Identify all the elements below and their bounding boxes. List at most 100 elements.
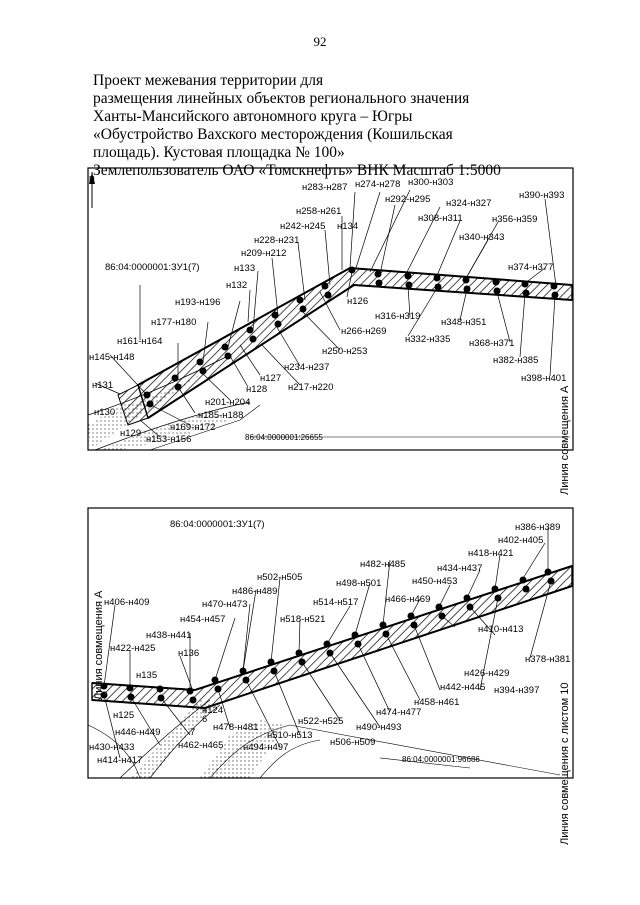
map-label: н390-н393 xyxy=(519,190,564,201)
sheet-alignment-label: Линия совмещения с листом 10 xyxy=(559,682,571,845)
map-label: н514-н517 xyxy=(313,597,358,608)
map-label: н434-н437 xyxy=(437,563,482,574)
map-label: н133 xyxy=(234,263,255,274)
map-label: н458-н461 xyxy=(414,697,459,708)
map-label: н145-н148 xyxy=(89,352,134,363)
map-label: н266-н269 xyxy=(341,326,386,337)
map-label: н410-н413 xyxy=(478,624,523,635)
map-label: н442-н445 xyxy=(440,682,485,693)
title-line: размещения линейных объектов регионально… xyxy=(93,90,470,107)
map-label: н129 xyxy=(120,428,141,439)
map-label: н124 xyxy=(202,705,223,716)
map-label: н332-н335 xyxy=(405,334,450,345)
map-label: н462-н465 xyxy=(178,740,223,751)
parcel-label: 86:04:0000001:ЗУ1(7) xyxy=(105,262,200,273)
map-label: н125 xyxy=(113,710,134,721)
map-label: н494-н497 xyxy=(243,742,288,753)
map-label: н217-н220 xyxy=(288,382,333,393)
map-label: н126 xyxy=(347,296,368,307)
map-label: н169-н172 xyxy=(170,422,215,433)
map-label: н209-н212 xyxy=(241,248,286,259)
map-label: н450-н453 xyxy=(412,576,457,587)
map-label: н177-н180 xyxy=(151,317,196,328)
map-label: н193-н196 xyxy=(175,297,220,308)
map-label: н418-н421 xyxy=(468,548,513,559)
map-label: н132 xyxy=(226,280,247,291)
map-label: н478-н481 xyxy=(213,722,258,733)
map-label: н406-н409 xyxy=(104,597,149,608)
map-label: н414-н417 xyxy=(97,755,142,766)
alignment-line-label: Линия совмещения А xyxy=(559,385,571,495)
map-label: н398-н401 xyxy=(521,373,566,384)
map-label: н482-н485 xyxy=(360,559,405,570)
title-line: Проект межевания территории для xyxy=(93,72,324,89)
document-title: Проект межевания территории для размещен… xyxy=(93,72,513,180)
map-label: н498-н501 xyxy=(336,578,381,589)
title-line: площадь). Кустовая площадка № 100» xyxy=(93,144,345,161)
map-label: н292-н295 xyxy=(385,194,430,205)
map-label: н386-н389 xyxy=(515,522,560,533)
map-label: н374-н377 xyxy=(508,262,553,273)
north-arrow-icon: N xyxy=(89,172,95,208)
map-label: н422-н425 xyxy=(110,643,155,654)
map-label: н128 xyxy=(246,384,267,395)
map-label: н522-н525 xyxy=(298,716,343,727)
map-label: н426-н429 xyxy=(464,668,509,679)
map-label: н378-н381 xyxy=(525,654,570,665)
map-label: н438-н441 xyxy=(146,630,191,641)
map-label: н228-н231 xyxy=(254,235,299,246)
title-line: Ханты-Мансийского автономного круга – Юг… xyxy=(93,108,413,125)
map-label: н283-н287 xyxy=(302,182,347,193)
map-label: н446-н449 xyxy=(115,727,160,738)
map-label: н348-н351 xyxy=(441,317,486,328)
map-label: н394-н397 xyxy=(494,685,539,696)
map-label: н510-н513 xyxy=(267,730,312,741)
map-label: н185-н188 xyxy=(198,410,243,421)
map-label: н382-н385 xyxy=(493,355,538,366)
map-label: н474-н477 xyxy=(376,707,421,718)
cadastral-label: 86:04:0000001:26655 xyxy=(245,433,323,442)
north-label: N xyxy=(89,175,95,184)
map-label: 6 xyxy=(202,714,207,725)
map-label: н506-н509 xyxy=(330,737,375,748)
map-label: н201-н204 xyxy=(205,397,250,408)
title-line: «Обустройство Вахского месторождения (Ко… xyxy=(93,126,453,143)
map-label: 7 xyxy=(190,727,195,738)
map-label: н308-н311 xyxy=(418,213,463,224)
map-label: н502-н505 xyxy=(257,572,302,583)
map-label: н258-н261 xyxy=(296,206,341,217)
map-label: н242-н245 xyxy=(280,221,325,232)
top-map-frame xyxy=(87,167,574,451)
map-label: н234-н237 xyxy=(284,362,329,373)
map-label: н402-н405 xyxy=(498,535,543,546)
parcel-label: 86:04:0000001:ЗУ1(7) xyxy=(170,519,265,530)
map-label: н340-н343 xyxy=(459,232,504,243)
map-label: н324-н327 xyxy=(446,198,491,209)
map-label: н486-н489 xyxy=(232,586,277,597)
map-label: н316-н319 xyxy=(375,311,420,322)
map-label: н131 xyxy=(92,380,113,391)
map-label: н135 xyxy=(136,670,157,681)
map-label: н300-н303 xyxy=(408,177,453,188)
map-label: н274-н278 xyxy=(355,179,400,190)
map-label: н153-н156 xyxy=(146,434,191,445)
bottom-map: н386-н389 н402-н405 н482-н485 н418-н421 … xyxy=(87,507,574,845)
map-label: н250-н253 xyxy=(322,346,367,357)
title-line: Землепользователь ОАО «Томскнефть» ВНК М… xyxy=(93,162,501,179)
map-label: н430-н433 xyxy=(89,742,134,753)
map-label: н470-н473 xyxy=(202,599,247,610)
map-label: н356-н359 xyxy=(492,214,537,225)
map-label: н134 xyxy=(337,221,358,232)
top-map: N xyxy=(87,167,574,495)
map-label: н368-н371 xyxy=(469,338,514,349)
cadastral-label: 86:04:0000001:96686 xyxy=(402,755,480,764)
map-label: н136 xyxy=(178,648,199,659)
page-number: 92 xyxy=(313,34,327,49)
map-label: н490-н493 xyxy=(356,722,401,733)
map-label: н161-н164 xyxy=(117,336,162,347)
map-label: н518-н521 xyxy=(280,614,325,625)
map-label: н127 xyxy=(260,373,281,384)
map-label: н130 xyxy=(94,407,115,418)
bottom-map-frame xyxy=(87,507,574,779)
